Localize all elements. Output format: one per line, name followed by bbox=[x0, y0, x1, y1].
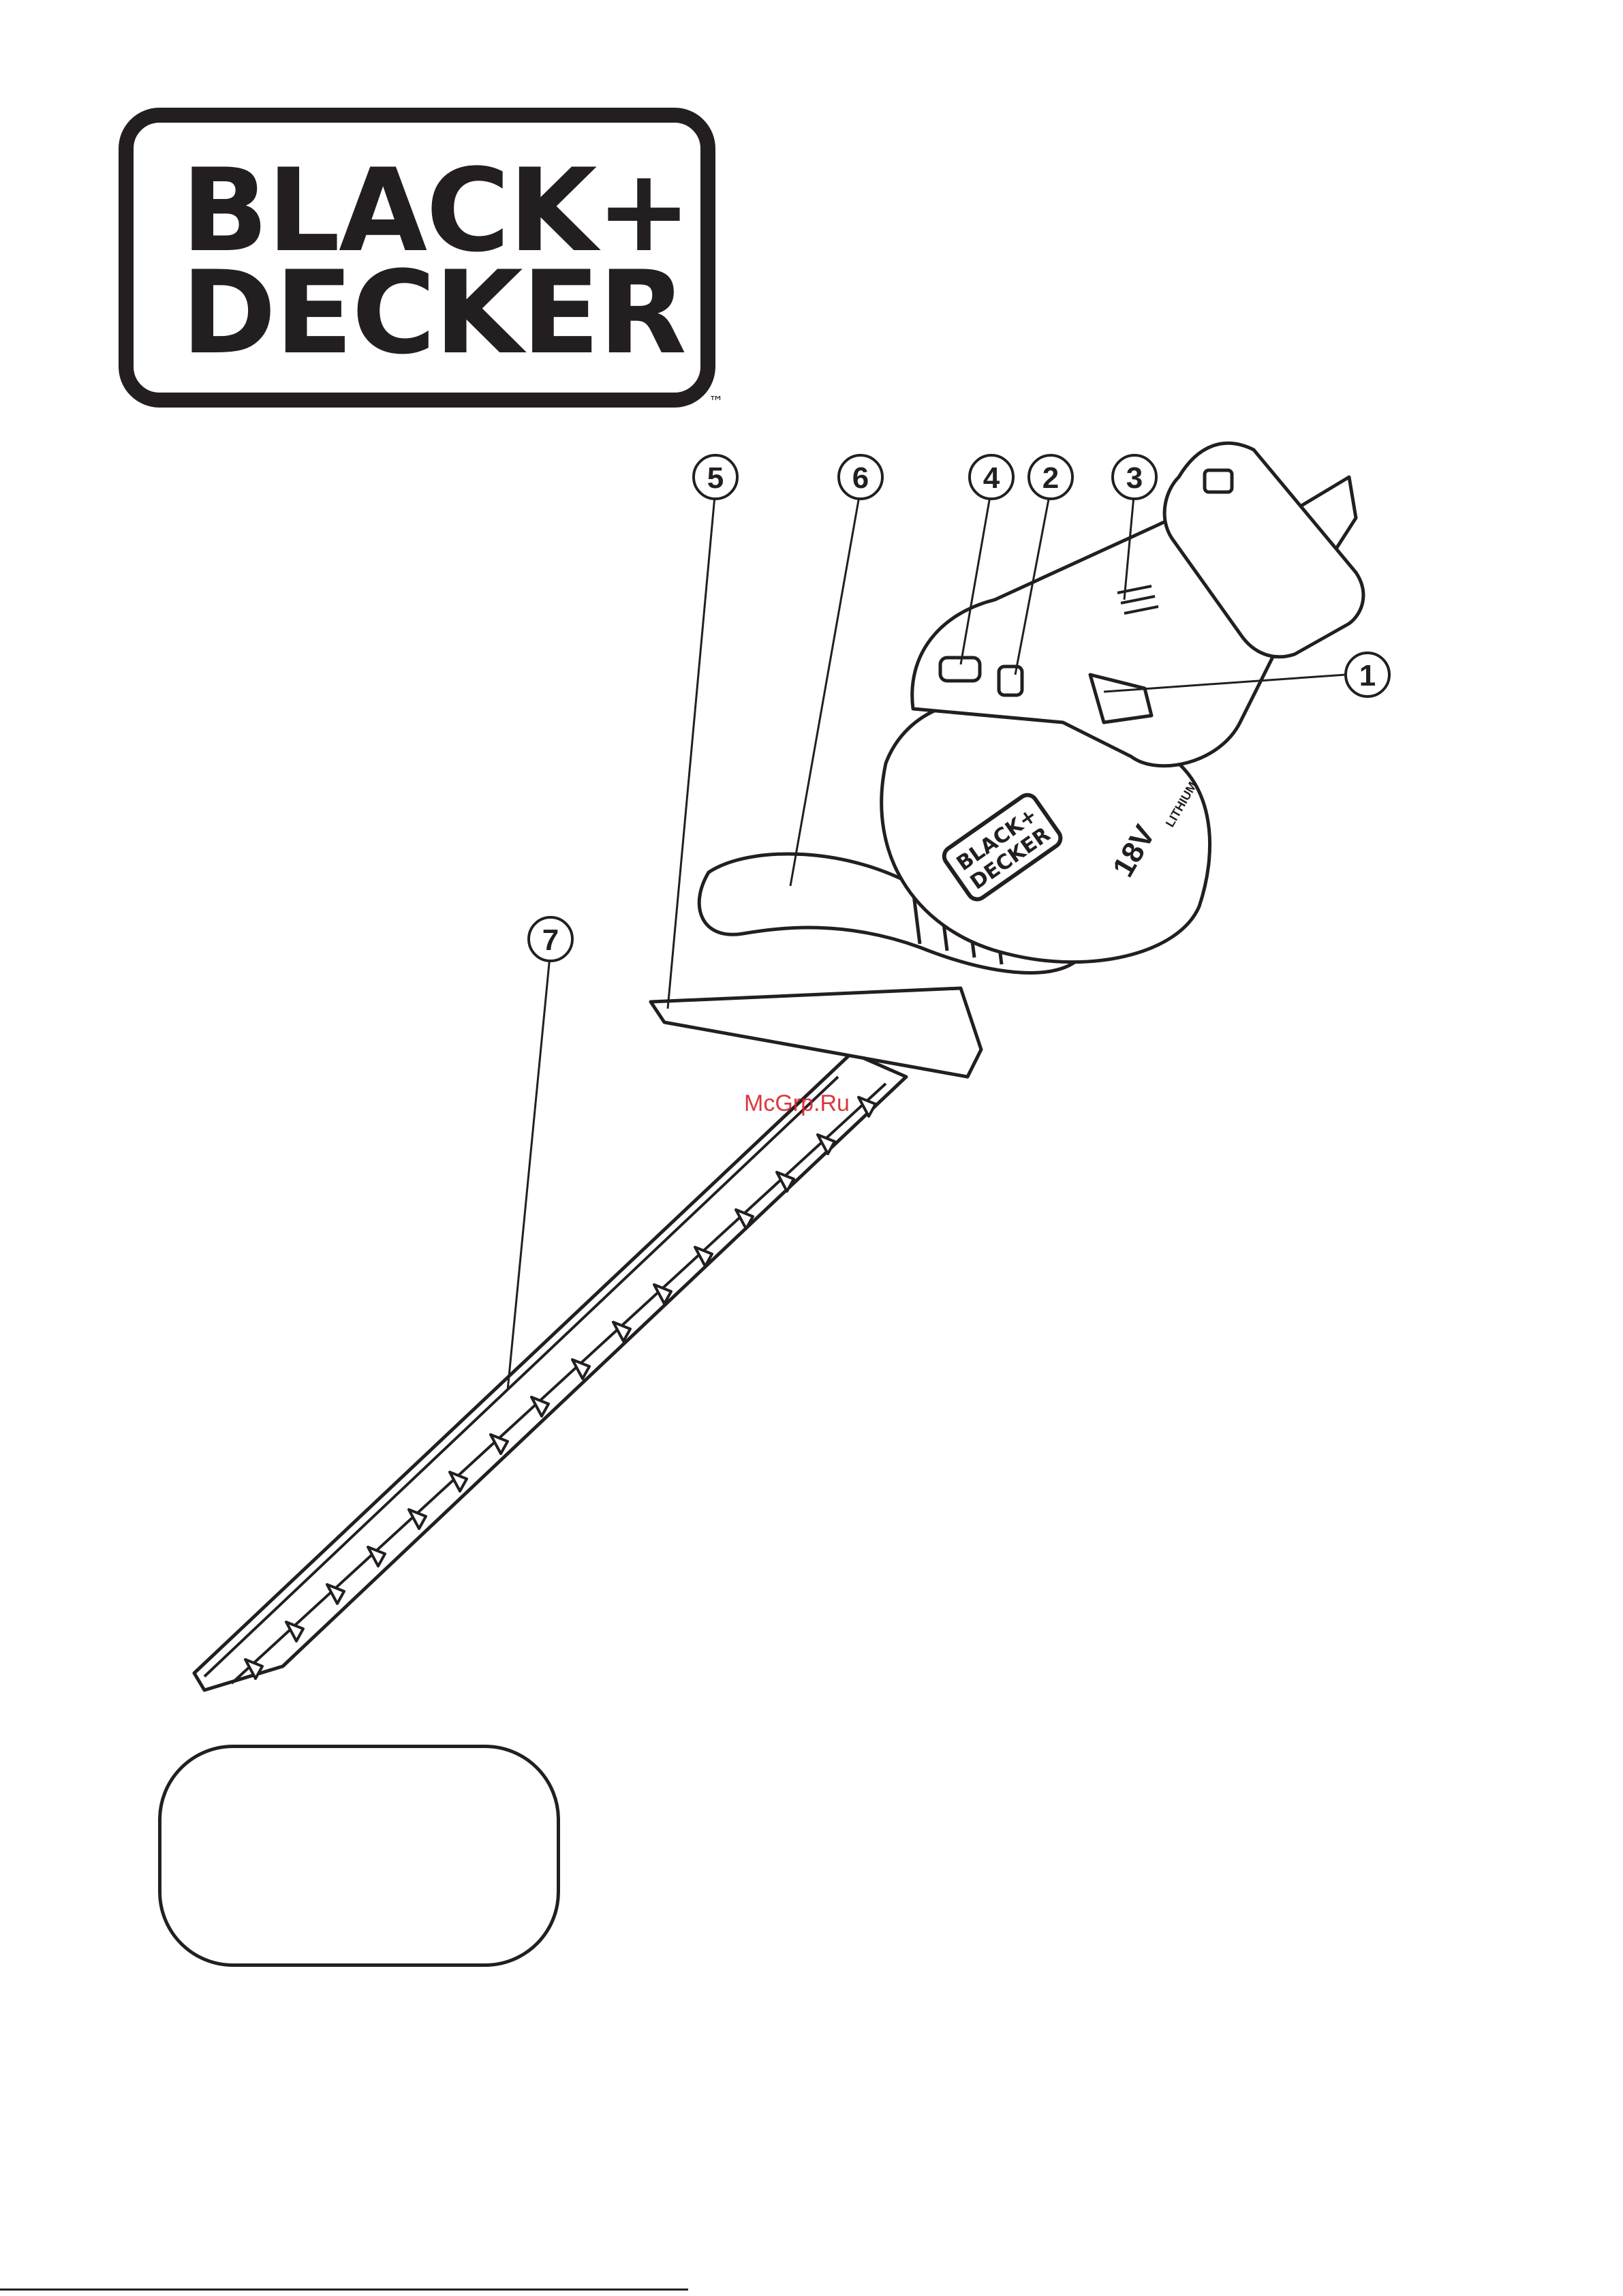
callout-2: 2 bbox=[1029, 455, 1072, 499]
charge-indicator bbox=[940, 658, 980, 681]
callout-5-text: 5 bbox=[707, 461, 724, 495]
model-number-box bbox=[158, 1745, 560, 1967]
blade-body bbox=[194, 1053, 906, 1690]
callout-1-text: 1 bbox=[1359, 659, 1376, 692]
callout-3-text: 3 bbox=[1126, 461, 1143, 495]
watermark: McGrp.Ru bbox=[744, 1090, 850, 1117]
bottom-rule bbox=[0, 2289, 688, 2291]
callout-4: 4 bbox=[970, 455, 1013, 499]
callout-7-text: 7 bbox=[542, 923, 559, 957]
callout-7: 7 bbox=[529, 917, 572, 961]
callout-5: 5 bbox=[694, 455, 737, 499]
callout-3: 3 bbox=[1113, 455, 1156, 499]
callout-1: 1 bbox=[1346, 653, 1389, 697]
callout-6-text: 6 bbox=[852, 461, 869, 495]
lock-off-button bbox=[999, 667, 1022, 695]
blade-guard bbox=[651, 988, 981, 1077]
callout-2-text: 2 bbox=[1042, 461, 1059, 495]
callout-4-text: 4 bbox=[983, 461, 1000, 495]
callout-6: 6 bbox=[839, 455, 882, 499]
battery-latch bbox=[1205, 470, 1232, 492]
